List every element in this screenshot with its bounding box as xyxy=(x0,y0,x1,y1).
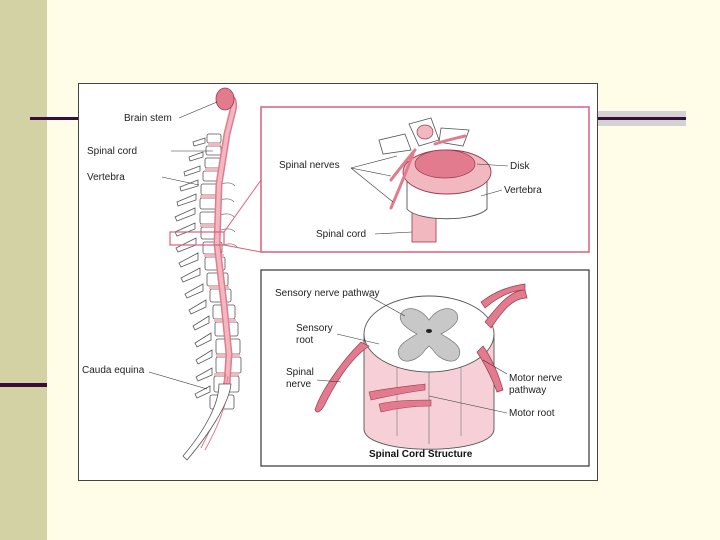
label-spinal-nerve-line2: nerve xyxy=(286,379,311,390)
title-rule-right xyxy=(596,117,686,120)
sidebar-divider xyxy=(0,383,47,387)
structure-leader-lines xyxy=(316,295,508,414)
label-motor-root: Motor root xyxy=(509,408,555,419)
vertebra-inset xyxy=(260,106,590,253)
label-spinal-nerves: Spinal nerves xyxy=(279,160,340,171)
label-spinal-nerve-line1: Spinal xyxy=(286,367,314,378)
label-sensory-root-line1: Sensory xyxy=(296,323,333,334)
spinal-column xyxy=(169,87,262,461)
label-sensory-nerve-pathway: Sensory nerve pathway xyxy=(275,288,380,299)
label-brain-stem: Brain stem xyxy=(124,113,172,124)
anatomy-diagram: Brain stem Spinal cord Vertebra Cauda eq… xyxy=(82,87,590,467)
label-motor-nerve-pathway-line1: Motor nerve xyxy=(509,373,563,384)
label-vertebra-inset: Vertebra xyxy=(504,185,542,196)
spine-leader-lines xyxy=(148,101,218,390)
title-rule-left xyxy=(30,117,80,120)
caption-spinal-cord-structure: Spinal Cord Structure xyxy=(369,449,473,460)
label-vertebra: Vertebra xyxy=(87,172,125,183)
inset-leader-lines xyxy=(350,155,509,235)
sidebar-band xyxy=(0,0,47,540)
spine-anatomy-figure: Brain stem Spinal cord Vertebra Cauda eq… xyxy=(78,83,598,481)
label-sensory-root-line2: root xyxy=(296,335,313,346)
label-spinal-cord: Spinal cord xyxy=(87,146,137,157)
label-motor-nerve-pathway-line2: pathway xyxy=(509,385,546,396)
label-cauda-equina: Cauda equina xyxy=(82,365,145,376)
label-spinal-cord-inset: Spinal cord xyxy=(316,229,366,240)
spinal-cord-structure-inset xyxy=(260,269,590,467)
label-disk: Disk xyxy=(510,161,530,172)
